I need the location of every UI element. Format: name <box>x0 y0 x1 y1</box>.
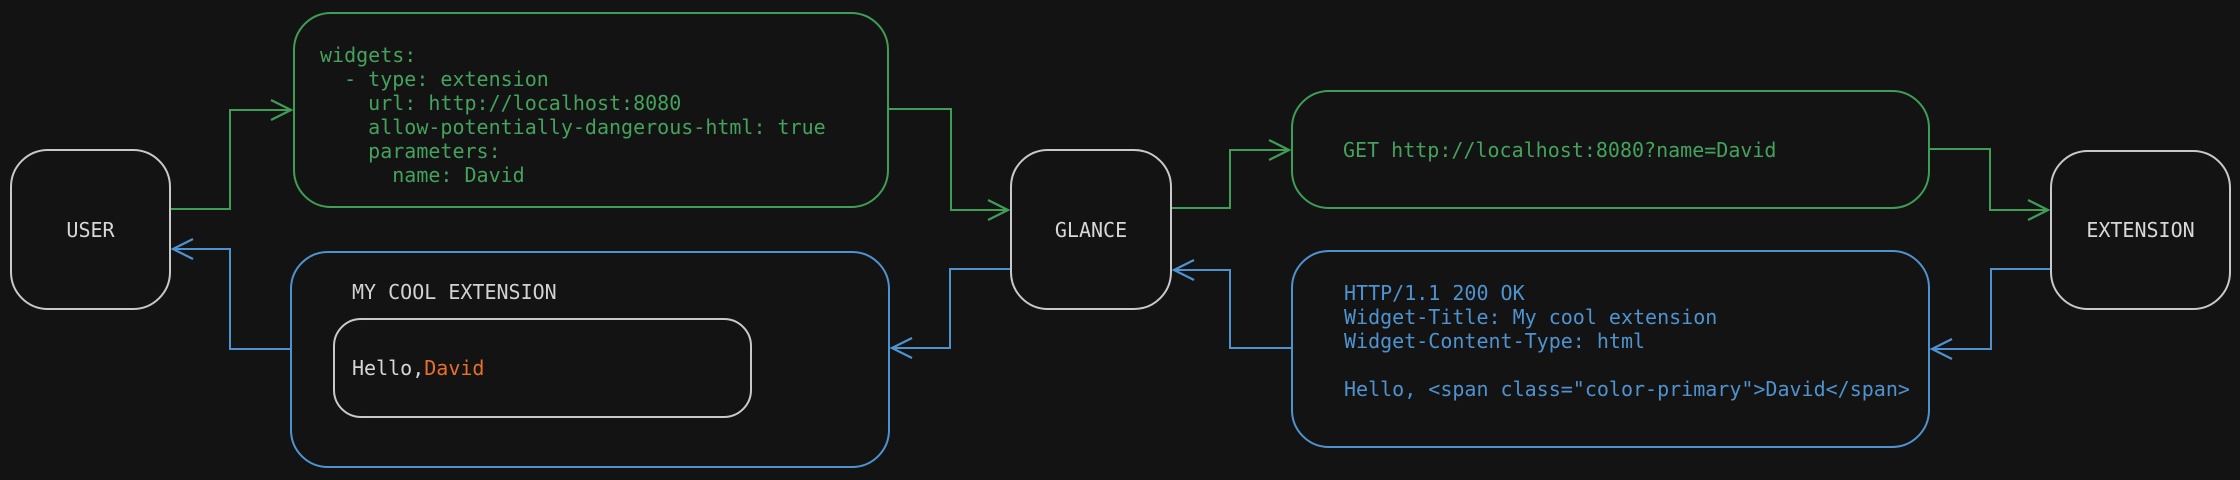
widget-greeting-box: Hello, David <box>333 318 752 418</box>
arrow-request-to-extension <box>1930 148 2048 210</box>
node-extension: EXTENSION <box>2050 150 2231 310</box>
node-user-label: USER <box>66 217 115 242</box>
greeting-prefix: Hello, <box>352 356 425 380</box>
node-glance-label: GLANCE <box>1054 217 1128 242</box>
http-request-text: GET http://localhost:8080?name=David <box>1343 137 1777 162</box>
http-response-text: HTTP/1.1 200 OK Widget-Title: My cool ex… <box>1344 281 1910 401</box>
widget-preview-box: MY COOL EXTENSION Hello, David <box>290 251 890 468</box>
config-yaml-text: widgets: - type: extension url: http://l… <box>320 43 826 187</box>
arrow-extension-to-response <box>1932 268 2050 349</box>
arrow-glance-to-widget <box>892 268 1010 348</box>
widget-title: MY COOL EXTENSION <box>352 280 557 304</box>
greeting-name: David <box>424 356 485 380</box>
arrow-user-to-config <box>171 110 291 210</box>
http-request-box: GET http://localhost:8080?name=David <box>1291 90 1930 209</box>
config-yaml-box: widgets: - type: extension url: http://l… <box>293 12 889 208</box>
arrow-widget-to-user <box>173 249 290 350</box>
node-user: USER <box>10 149 171 310</box>
arrow-response-to-glance <box>1174 270 1291 349</box>
node-glance: GLANCE <box>1010 149 1172 310</box>
http-response-box: HTTP/1.1 200 OK Widget-Title: My cool ex… <box>1291 250 1930 448</box>
arrow-glance-to-request <box>1172 150 1289 209</box>
node-extension-label: EXTENSION <box>2086 218 2195 242</box>
arrow-config-to-glance <box>889 108 1008 210</box>
